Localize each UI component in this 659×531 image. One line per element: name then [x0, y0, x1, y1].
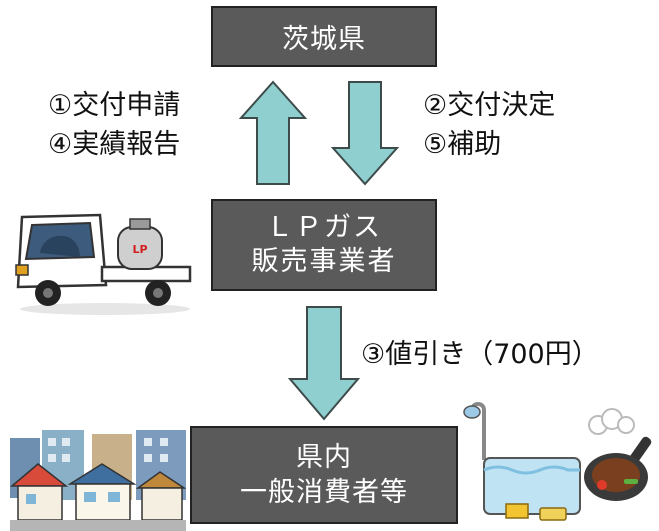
consumer-label-line1: 県内 — [296, 441, 352, 473]
up-arrow — [238, 80, 308, 185]
label-subsidy: ⑤補助 — [423, 129, 502, 161]
consumer-box: 県内 一般消費者等 — [190, 426, 458, 524]
label-report: ④実績報告 — [48, 129, 181, 161]
seller-label-line2: 販売事業者 — [251, 246, 397, 277]
label-application: ①交付申請 — [48, 90, 181, 121]
frying-pan-icon — [584, 408, 652, 501]
consumer-label-line2: 一般消費者等 — [240, 477, 408, 508]
prefecture-box: 茨城県 — [211, 6, 437, 67]
label-discount: ③値引き（700円） — [361, 339, 599, 370]
prefecture-label: 茨城県 — [282, 24, 366, 55]
lp-gas-truck-icon: LP — [15, 213, 192, 315]
bathtub-icon — [463, 402, 581, 521]
seller-label-line1: ＬＰガス — [266, 212, 382, 244]
houses-icon — [10, 430, 186, 531]
up-flow-labels: ①交付申請 ④実績報告 — [48, 86, 180, 164]
seller-box: ＬＰガス 販売事業者 — [211, 199, 437, 291]
discount-down-arrow — [287, 306, 361, 421]
label-decision: ②交付決定 — [423, 90, 556, 121]
down-arrow — [330, 81, 400, 186]
svg-text:LP: LP — [132, 243, 147, 256]
down-flow-labels: ②交付決定 ⑤補助 — [423, 86, 555, 164]
